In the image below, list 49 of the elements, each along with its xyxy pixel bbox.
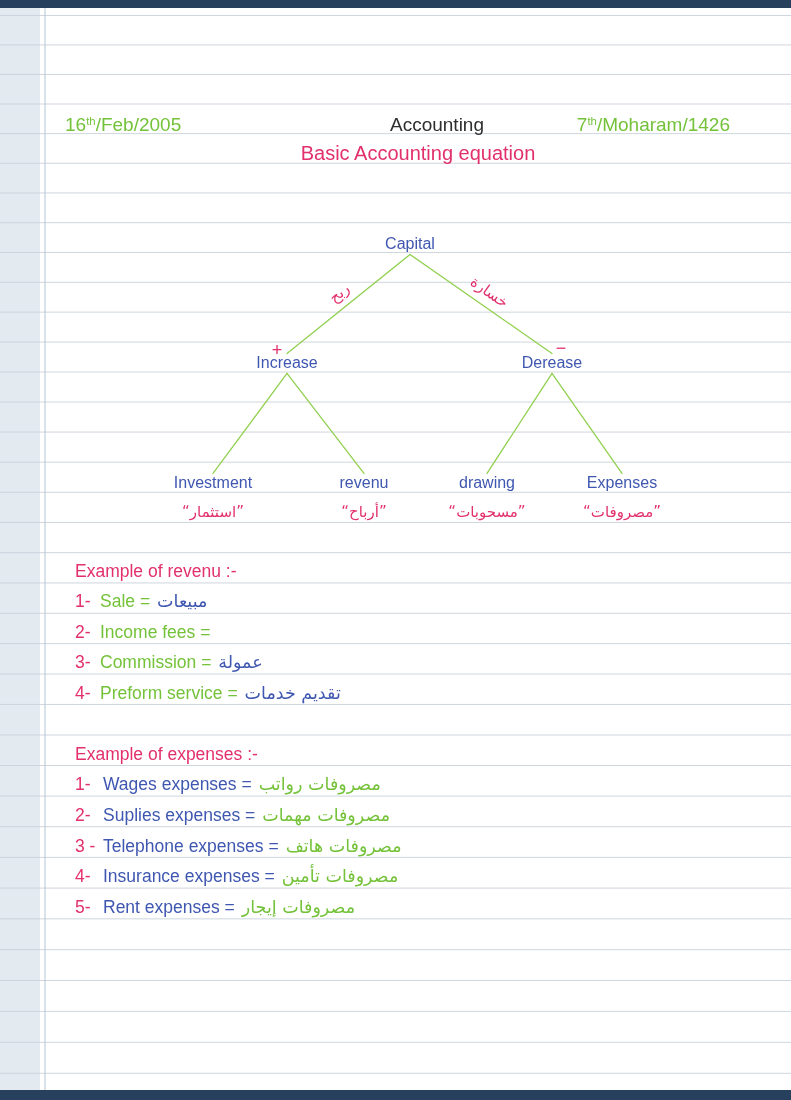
connector (286, 253, 411, 355)
list-item: Wages expenses = (103, 776, 252, 794)
translation: مصروفات إيجار (241, 899, 356, 917)
list-number: 2- (75, 806, 91, 825)
translation: “مصروفات” (583, 505, 661, 521)
translation: مصروفات هاتف (285, 837, 402, 856)
translation: مصروفات رواتب (258, 776, 381, 794)
subject-heading: Accounting (390, 114, 484, 134)
connector (486, 372, 553, 475)
node-label: Capital (385, 236, 435, 253)
list-number: 5- (75, 899, 91, 917)
translation: مصروفات مهمات (262, 806, 391, 825)
section-heading: Example of expenses :- (75, 745, 258, 764)
list-number: 3- (75, 654, 91, 672)
list-number: 3 - (75, 837, 96, 856)
list-number: 2- (75, 623, 91, 642)
node-label: Investment (173, 475, 253, 492)
list-number: 4- (75, 684, 91, 703)
translation: عمولة (218, 654, 263, 672)
connector (409, 253, 553, 355)
edge-label: خسارة (467, 274, 511, 311)
list-item: Rent expenses = (103, 899, 235, 917)
connector (212, 372, 288, 475)
list-item: Income fees = (100, 623, 211, 642)
node-label: revenu (339, 475, 389, 492)
list-number: 1- (75, 776, 91, 794)
node-label: Expenses (586, 475, 658, 492)
node-label: drawing (459, 475, 515, 492)
node-label: Derease (521, 355, 583, 372)
list-item: Insurance expenses = (103, 868, 275, 886)
connector (286, 372, 365, 475)
date-text: 7$^{th}$/Moharam/1426 (576, 114, 730, 134)
list-item: Preform service = (100, 684, 238, 703)
sign-label: − (555, 339, 567, 357)
date-text: 16$^{th}$/Feb/2005 (65, 114, 182, 134)
list-item: Commission = (100, 654, 212, 672)
translation: “استثمار” (182, 505, 244, 521)
list-number: 1- (75, 593, 91, 611)
translation: مبيعات (157, 593, 208, 611)
list-item: Suplies expenses = (103, 806, 256, 825)
list-item: Telephone expenses = (103, 837, 279, 856)
list-number: 4- (75, 868, 91, 886)
section-heading: Example of revenu :- (75, 563, 237, 581)
title: Basic Accounting equation (300, 143, 536, 164)
connector (551, 372, 623, 475)
translation: “مسحوبات” (448, 505, 526, 521)
edge-label: ربح (326, 280, 353, 306)
list-item: Sale = (100, 593, 151, 611)
translation: تقديم خدمات (244, 684, 341, 703)
